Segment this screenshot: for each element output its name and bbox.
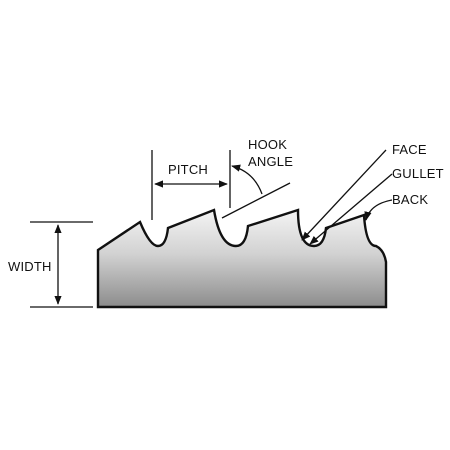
face-label: FACE: [392, 142, 427, 157]
back-leader: [364, 199, 393, 221]
hook-angle-reference-line: [221, 182, 291, 219]
blade-body: [96, 208, 388, 309]
back-label: BACK: [392, 192, 428, 207]
hook-label: HOOK: [248, 137, 287, 152]
pitch-label: PITCH: [168, 162, 208, 177]
width-label: WIDTH: [8, 259, 52, 274]
gullet-leader: [309, 173, 393, 245]
hook-angle-arc-arrow: [231, 164, 263, 195]
gullet-label: GULLET: [392, 166, 444, 181]
angle-label: ANGLE: [248, 154, 293, 169]
face-leader: [301, 149, 387, 241]
